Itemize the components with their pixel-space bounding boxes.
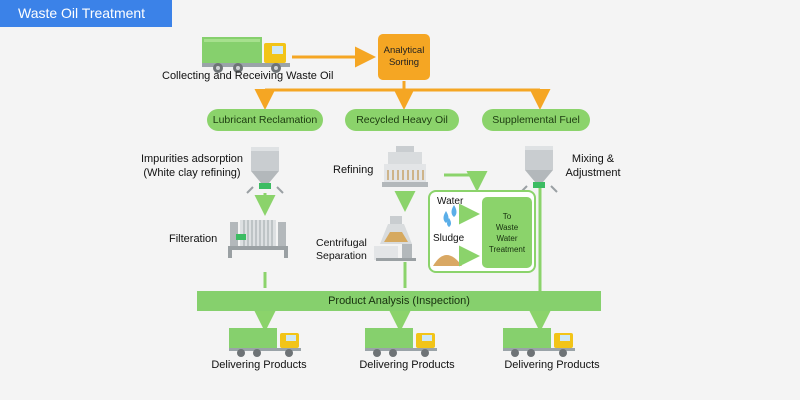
supplemental-fuel-pill: Supplemental Fuel bbox=[482, 109, 590, 131]
impurities-line: (White clay refining) bbox=[143, 167, 241, 179]
truck-icon bbox=[202, 37, 290, 73]
recycled-heavy-oil-pill: Recycled Heavy Oil bbox=[345, 109, 459, 131]
waste-water-treatment-box: To Waste Water Treatment bbox=[482, 197, 532, 268]
truck-icon bbox=[365, 328, 437, 357]
orange-arrows bbox=[254, 46, 551, 110]
sludge-pile-icon bbox=[433, 255, 462, 266]
centrifuge-icon bbox=[374, 216, 416, 261]
truck-icon bbox=[229, 328, 301, 357]
water-label: Water bbox=[437, 196, 464, 207]
delivering-label-1: Delivering Products bbox=[211, 359, 307, 371]
silo-icon bbox=[520, 146, 558, 193]
ww-target-line: Treatment bbox=[488, 244, 526, 254]
centrifugal-label: Centrifugal Separation bbox=[316, 237, 367, 263]
collect-label: Collecting and Receiving Waste Oil bbox=[162, 70, 334, 82]
delivering-label-2: Delivering Products bbox=[359, 359, 455, 371]
refining-tower-icon bbox=[382, 146, 428, 187]
analytical-sorting-box: Analytical Sorting bbox=[378, 34, 430, 80]
filter-press-icon bbox=[228, 220, 288, 258]
ww-target-line: To bbox=[502, 211, 512, 221]
sorting-line: Analytical bbox=[383, 45, 425, 56]
lubricant-reclamation-pill: Lubricant Reclamation bbox=[207, 109, 323, 131]
ww-target-line: Water bbox=[496, 233, 518, 243]
centrifugal-line: Centrifugal bbox=[316, 237, 367, 249]
filteration-label: Filteration bbox=[169, 233, 218, 245]
truck-icon bbox=[503, 328, 575, 357]
mixing-label: Mixing & Adjustment bbox=[560, 152, 626, 180]
centrifugal-line: Separation bbox=[316, 250, 367, 262]
delivering-label-3: Delivering Products bbox=[504, 359, 600, 371]
sludge-label: Sludge bbox=[433, 233, 465, 244]
silo-icon bbox=[246, 147, 284, 194]
water-drop-icon bbox=[443, 205, 457, 227]
refining-label: Refining bbox=[333, 164, 374, 176]
mixing-line: Adjustment bbox=[565, 167, 621, 179]
impurities-line: Impurities adsorption bbox=[140, 153, 244, 165]
product-analysis-bar: Product Analysis (Inspection) bbox=[197, 291, 601, 311]
impurities-label: Impurities adsorption (White clay refini… bbox=[134, 152, 250, 180]
page-title: Waste Oil Treatment bbox=[0, 0, 172, 27]
sorting-line: Sorting bbox=[388, 57, 420, 68]
ww-target-line: Waste bbox=[495, 222, 519, 232]
mixing-line: Mixing & bbox=[571, 153, 615, 165]
